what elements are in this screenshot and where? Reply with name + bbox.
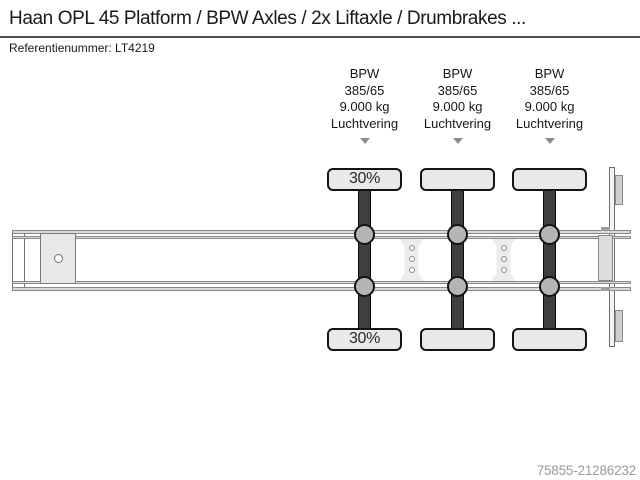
axle-load-capacity: 9.000 kg <box>524 99 575 114</box>
axle-load-capacity: 9.000 kg <box>339 99 390 114</box>
tire-tread-label: 30% <box>348 330 381 347</box>
axle-beam <box>358 183 371 337</box>
axle-tire-size: 385/65 <box>437 82 478 98</box>
axle-load-capacity: 9.000 kg <box>432 99 483 114</box>
suspension-mount-top <box>447 223 468 245</box>
axle-tire-size: 385/65 <box>529 82 570 98</box>
bolt-icon <box>409 267 415 273</box>
tire-top <box>420 167 495 191</box>
chassis-rail-top-inner <box>12 235 631 239</box>
axle-suspension: Luchtvering <box>330 115 399 131</box>
tire-bottom <box>420 327 495 351</box>
title-divider <box>0 35 640 38</box>
bolt-icon <box>501 245 507 251</box>
tire-top: 30% <box>327 167 402 191</box>
axle-brand: BPW <box>442 66 473 81</box>
bolt-icon <box>501 256 507 262</box>
rear-bracket-top <box>601 226 610 231</box>
axle-brand: BPW <box>349 66 380 81</box>
axle-brand: BPW <box>534 66 565 81</box>
axle-tire-size: 385/65 <box>344 82 385 98</box>
rear-bracket-bottom <box>601 286 610 291</box>
chassis-rail-bottom-inner <box>12 281 631 284</box>
bolt-icon <box>409 245 415 251</box>
rear-crossmember <box>598 235 613 281</box>
chassis-rail-top-outer <box>12 229 631 234</box>
chassis-rail-bottom-outer <box>12 286 631 291</box>
arrow-down-icon <box>359 138 370 144</box>
axle-beam <box>451 183 464 337</box>
crossmember-2 <box>492 239 516 282</box>
arrow-down-icon <box>544 138 555 144</box>
suspension-mount-bottom <box>447 275 468 297</box>
axle-suspension: Luchtvering <box>423 115 492 131</box>
arrow-down-icon <box>452 138 463 144</box>
page-title: Haan OPL 45 Platform / BPW Axles / 2x Li… <box>9 8 526 29</box>
suspension-mount-bottom <box>354 275 375 297</box>
listing-id: 75855-21286232 <box>536 463 637 478</box>
tire-top <box>512 167 587 191</box>
axle-beam <box>543 183 556 337</box>
bolt-icon <box>409 256 415 262</box>
axle-spec-label: BPW 385/65 9.000 kg Luchtvering <box>398 66 518 132</box>
kingpin-icon <box>54 253 63 263</box>
bolt-icon <box>501 267 507 273</box>
tire-bottom: 30% <box>327 327 402 351</box>
suspension-mount-top <box>354 223 375 245</box>
crossmember-1 <box>400 239 424 282</box>
axle-spec-label: BPW 385/65 9.000 kg Luchtvering <box>305 66 425 132</box>
reference-number: Referentienummer: LT4219 <box>9 41 155 55</box>
suspension-mount-bottom <box>539 275 560 297</box>
axle-suspension: Luchtvering <box>515 115 584 131</box>
tire-tread-label: 30% <box>348 170 381 187</box>
taillight-top <box>614 175 623 205</box>
taillight-bottom <box>614 310 623 342</box>
tire-bottom <box>512 327 587 351</box>
axle-spec-label: BPW 385/65 9.000 kg Luchtvering <box>490 66 610 132</box>
suspension-mount-top <box>539 223 560 245</box>
